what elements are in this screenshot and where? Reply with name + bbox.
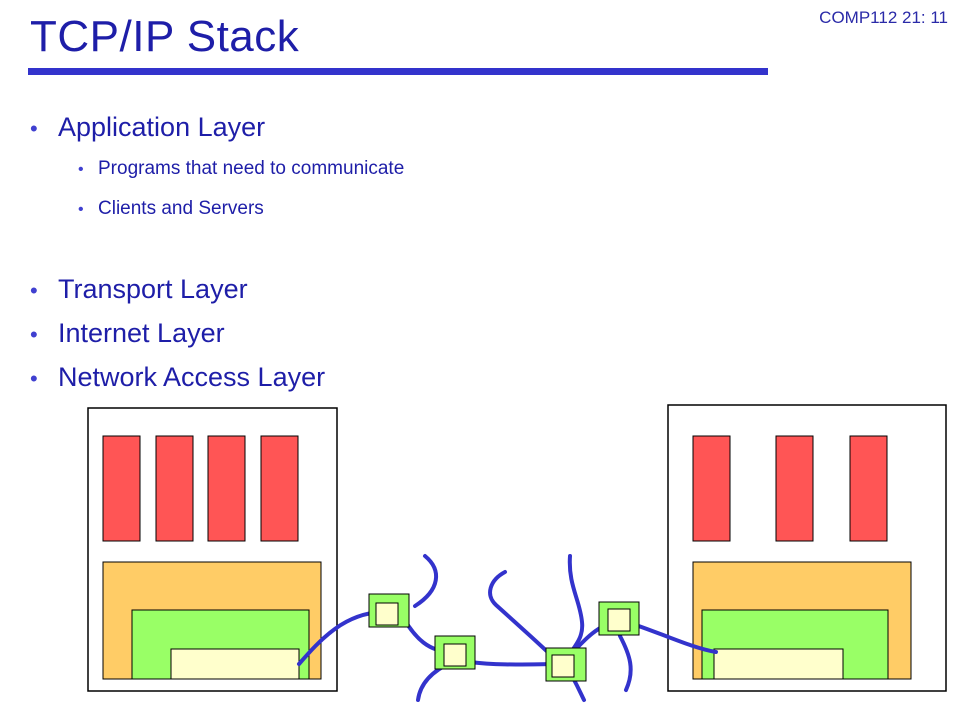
bullet-icon: • [78, 201, 84, 218]
router [598, 601, 640, 636]
bullet-label: Transport Layer [58, 274, 248, 304]
router-network-access-block [551, 654, 575, 678]
slide-number: COMP112 21: 11 [819, 8, 948, 27]
bullet-label: Clients and Servers [98, 198, 264, 219]
router-network-access-block [443, 643, 467, 667]
link-line [618, 634, 633, 692]
network-links [297, 554, 718, 702]
bullet-icon: • [30, 366, 38, 391]
router-network-access-block [375, 602, 399, 626]
sub-bullet-clients-servers: • Clients and Servers [78, 198, 264, 220]
application-block [207, 435, 246, 542]
title-underline [28, 68, 768, 75]
router [368, 593, 410, 628]
application-block [849, 435, 888, 542]
router-network-access-block [607, 608, 631, 632]
network-access-block [713, 648, 844, 680]
page-title: TCP/IP Stack [30, 12, 300, 61]
network-access-block [170, 648, 300, 680]
router-internet-block [434, 635, 476, 670]
router [434, 635, 476, 670]
bullet-icon: • [30, 278, 38, 303]
link-line [488, 570, 555, 659]
right-host [667, 404, 947, 692]
router [545, 647, 587, 682]
left-host [87, 407, 338, 692]
application-block [155, 435, 194, 542]
sub-bullet-programs: • Programs that need to communicate [78, 158, 404, 180]
application-block [692, 435, 731, 542]
bullet-network-access-layer: • Network Access Layer [30, 362, 325, 393]
bullet-icon: • [78, 161, 84, 178]
application-block [775, 435, 814, 542]
bullet-transport-layer: • Transport Layer [30, 274, 248, 305]
bullet-label: Application Layer [58, 112, 266, 142]
bullet-icon: • [30, 116, 38, 141]
bullet-internet-layer: • Internet Layer [30, 318, 225, 349]
bullet-icon: • [30, 322, 38, 347]
bullet-application-layer: • Application Layer [30, 112, 265, 143]
bullet-label: Internet Layer [58, 318, 225, 348]
bullet-label: Programs that need to communicate [98, 158, 405, 179]
bullet-label: Network Access Layer [58, 362, 326, 392]
application-block [260, 435, 299, 542]
link-line [413, 554, 439, 608]
application-block [102, 435, 141, 542]
